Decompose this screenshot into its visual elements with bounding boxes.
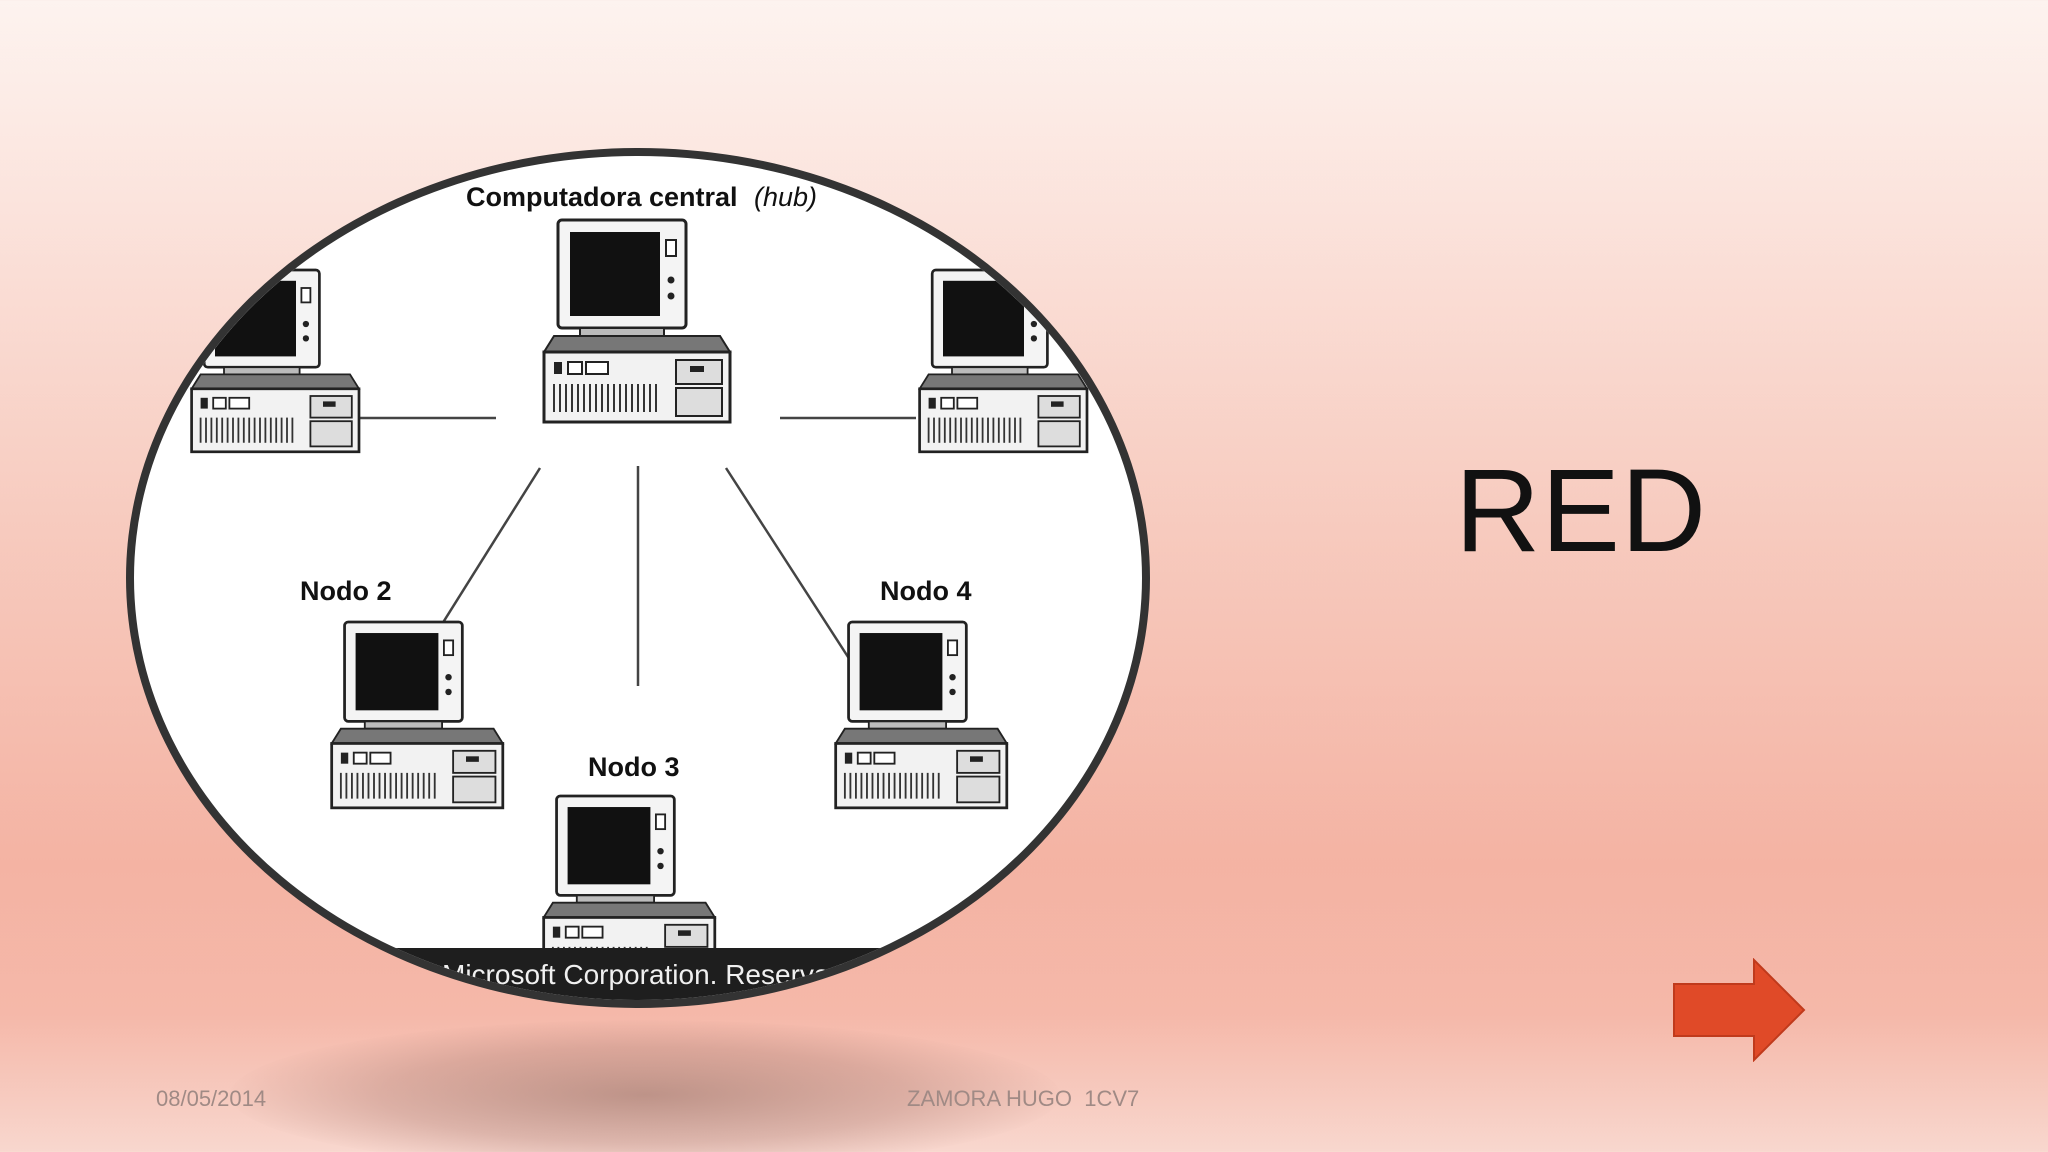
footer-author: ZAMORA HUGO 1CV7 — [907, 1086, 1140, 1111]
copyright-text: Microsoft Corporation. Reservad — [442, 959, 845, 990]
node-label-4: Nodo 4 — [880, 576, 972, 606]
computer-icon — [542, 218, 732, 424]
computer-icon — [834, 620, 1009, 810]
node-label-3: Nodo 3 — [588, 752, 680, 782]
diagram-shadow — [230, 1020, 1060, 1152]
node-label-2: Nodo 2 — [300, 576, 392, 606]
footer-date: 08/05/2014 — [156, 1086, 267, 1111]
network-diagram: Computadora central (hub) Nodo 2 Nodo 3 … — [126, 148, 1150, 1008]
hub-label-italic: (hub) — [754, 182, 817, 212]
computer-icon — [918, 268, 1089, 454]
arrow-right-icon[interactable] — [1672, 958, 1806, 1062]
computer-icon — [330, 620, 505, 810]
hub-label: Computadora central — [466, 182, 738, 212]
computer-icon — [190, 268, 361, 454]
slide-title: RED — [1455, 445, 1708, 577]
